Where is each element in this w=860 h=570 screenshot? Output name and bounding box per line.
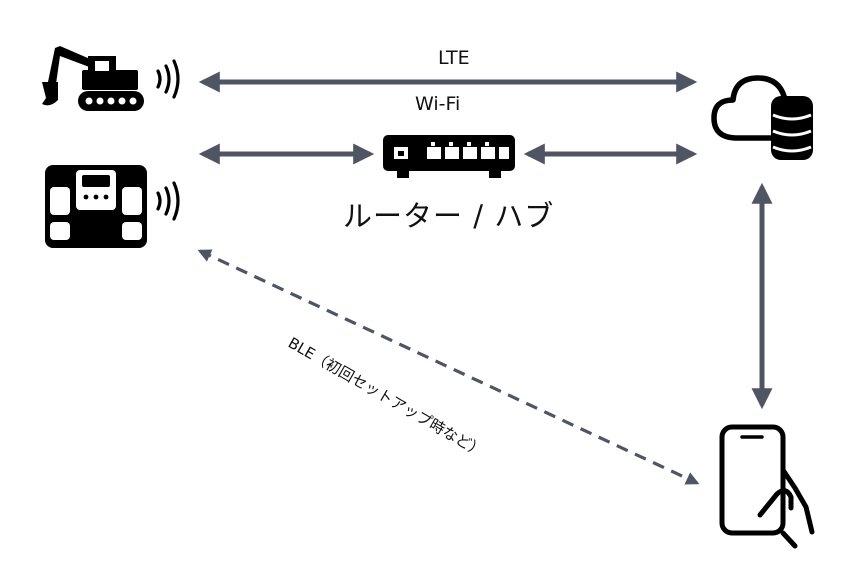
cloud-database-icon	[711, 75, 813, 160]
excavator-icon	[42, 46, 144, 111]
wifi-label: Wi-Fi	[415, 93, 461, 115]
smartphone-hand-icon	[719, 424, 815, 549]
wireless-signal-icon	[156, 59, 180, 99]
ble-link-arrow	[197, 249, 700, 485]
router-hub-icon	[383, 135, 515, 178]
lte-label: LTE	[438, 47, 470, 69]
router-label: ルーター / ハブ	[343, 199, 555, 233]
body-scale-icon	[45, 165, 147, 248]
wireless-signal-icon	[156, 181, 180, 221]
